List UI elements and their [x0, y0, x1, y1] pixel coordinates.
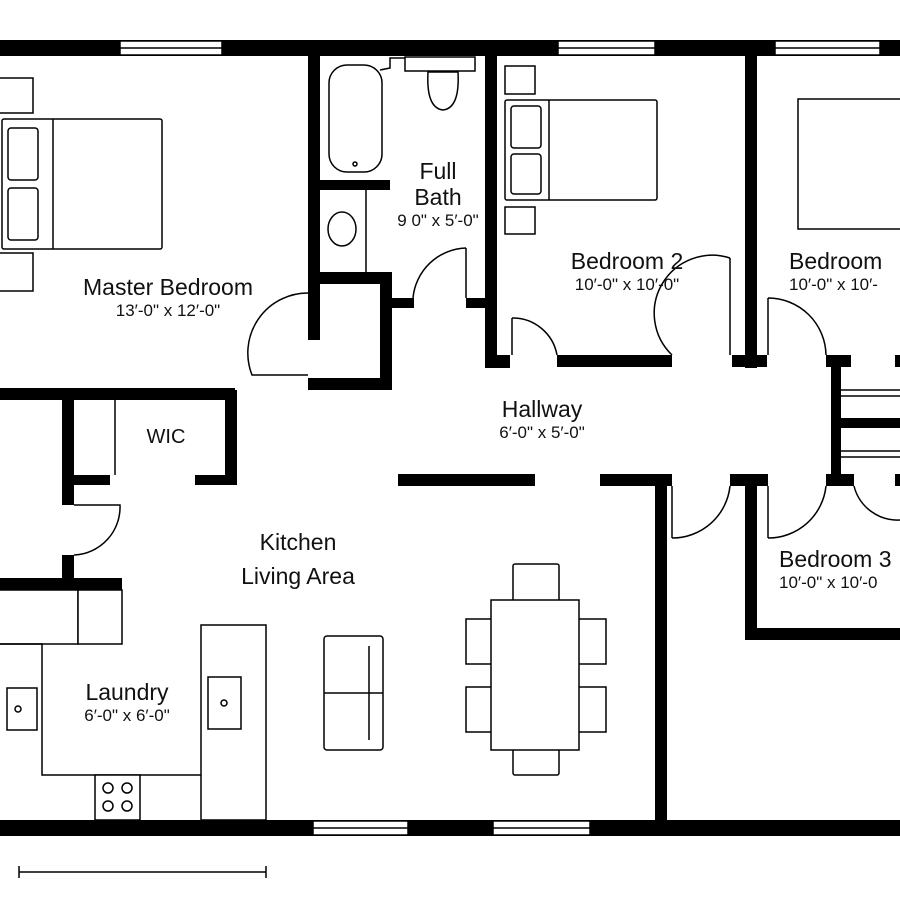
- stove: [94, 774, 141, 821]
- room-dimensions: 9 0" x 5′-0": [397, 211, 479, 230]
- windows: [119, 40, 881, 836]
- chair: [577, 686, 607, 733]
- room-bedroom-3: Bedroom 3 10′-0" x 10′-0: [779, 546, 892, 594]
- nightstand: [0, 252, 34, 292]
- master-bed: [1, 118, 163, 250]
- furniture: [0, 56, 900, 821]
- room-name: Full: [419, 158, 457, 184]
- room-name: Kitchen: [259, 529, 337, 555]
- bathtub: [328, 64, 383, 173]
- toilet-tank: [404, 56, 476, 72]
- room-laundry: Laundry 6′-0" x 6′-0": [84, 679, 170, 727]
- doors: [73, 247, 900, 556]
- room-name: Bedroom 2: [570, 248, 684, 274]
- laundry-sink: [6, 687, 38, 731]
- room-kitchen-living: Kitchen Living Area: [241, 529, 355, 589]
- room-dimensions: 10′-0" x 10′-0": [574, 275, 680, 294]
- room-bedroom-right: Bedroom 10′-0" x 10′-: [789, 248, 882, 296]
- chair: [465, 618, 495, 665]
- room-name: Bath: [414, 184, 462, 210]
- toilet: [427, 71, 459, 111]
- room-name: Bedroom 3: [779, 546, 892, 572]
- nightstand: [504, 206, 536, 235]
- room-dimensions: 13′-0" x 12′-0": [115, 301, 221, 320]
- walls: [0, 40, 900, 836]
- room-master-bedroom: Master Bedroom 13′-0" x 12′-0": [83, 274, 253, 322]
- bed: [504, 99, 658, 201]
- room-name: Master Bedroom: [82, 274, 254, 300]
- room-dimensions: 6′-0" x 6′-0": [84, 706, 170, 725]
- room-hallway: Hallway 6′-0" x 5′-0": [499, 396, 585, 444]
- bed: [797, 98, 900, 230]
- chair: [577, 618, 607, 665]
- dining-table: [490, 599, 580, 751]
- room-dimensions: 6′-0" x 5′-0": [499, 423, 585, 442]
- room-wic: WIC: [147, 424, 186, 450]
- room-name: Bedroom: [789, 248, 883, 274]
- room-dimensions: 10′-0" x 10′-0: [779, 573, 878, 592]
- room-name: Hallway: [501, 396, 583, 422]
- room-full-bath: Full Bath 9 0" x 5′-0": [397, 158, 478, 232]
- chair: [465, 686, 495, 733]
- bath-sink: [327, 211, 357, 247]
- room-name: Living Area: [241, 563, 355, 589]
- room-name: Laundry: [85, 679, 169, 705]
- room-bedroom-2: Bedroom 2 10′-0" x 10′-0": [571, 248, 684, 296]
- room-dimensions: 10′-0" x 10′-: [789, 275, 878, 294]
- room-name: WIC: [146, 426, 186, 448]
- scale-bar: [18, 866, 267, 878]
- nightstand: [504, 65, 536, 95]
- nightstand: [0, 77, 34, 114]
- chair: [512, 563, 560, 603]
